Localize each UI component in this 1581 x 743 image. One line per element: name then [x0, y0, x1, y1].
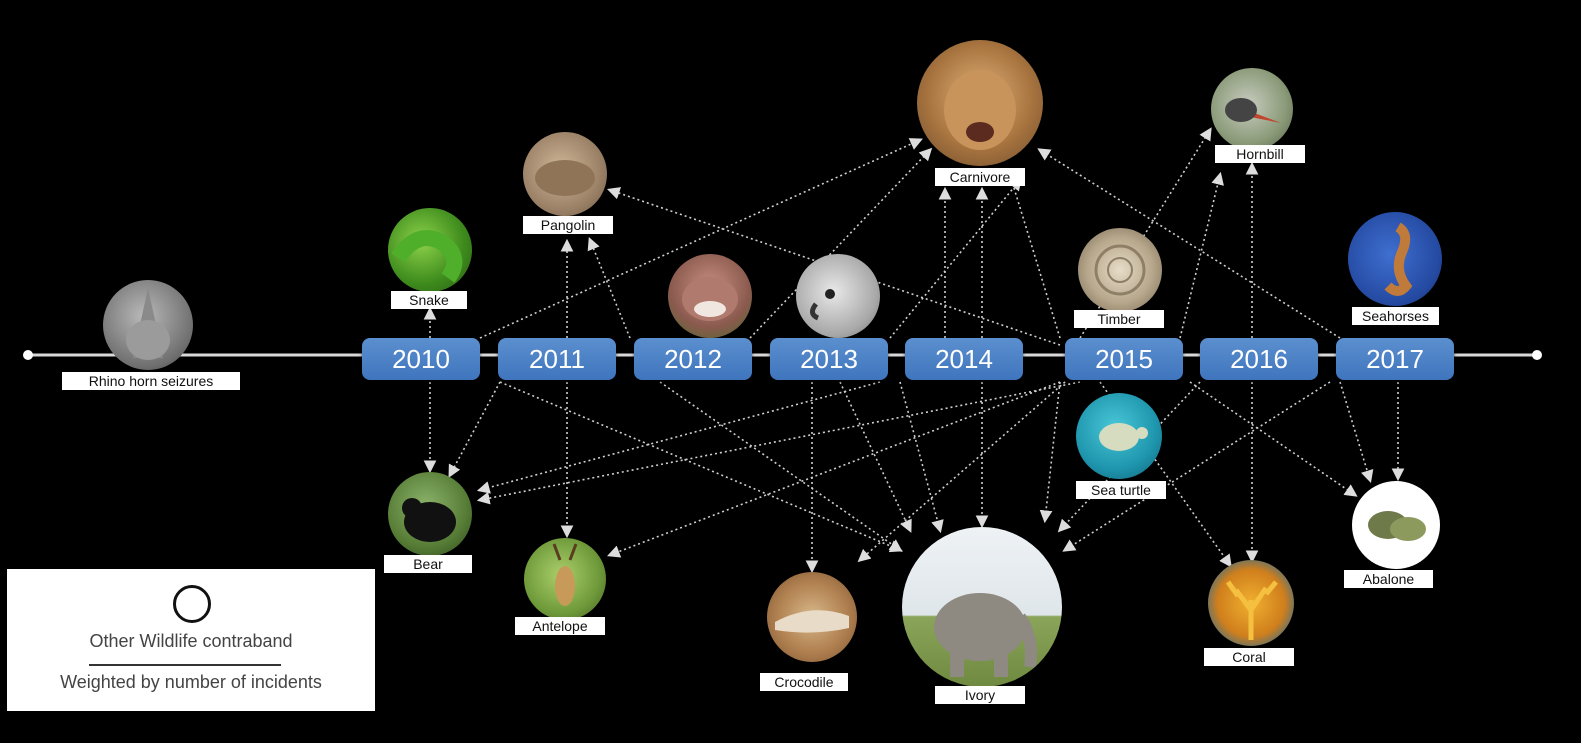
hippo-image: [668, 254, 752, 338]
label-bear: Bear: [384, 555, 472, 573]
label-antelope: Antelope: [515, 617, 605, 635]
sea-turtle-image: [1076, 393, 1162, 479]
label-abalone: Abalone: [1344, 570, 1433, 588]
label-hornbill: Hornbill: [1215, 145, 1305, 163]
year-2012: 2012: [634, 338, 752, 380]
year-2014: 2014: [905, 338, 1023, 380]
legend-weighting-note: Weighted by number of incidents: [60, 672, 322, 692]
year-2011: 2011: [498, 338, 616, 380]
abalone-image: [1352, 481, 1440, 569]
year-2017: 2017: [1336, 338, 1454, 380]
label-sea-turtle: Sea turtle: [1076, 481, 1166, 499]
rhino-image: [103, 280, 193, 370]
timber-image: [1078, 228, 1162, 312]
pangolin-image: [523, 132, 607, 216]
label-snake: Snake: [391, 291, 467, 309]
legend-symbol-label: Other Wildlife contraband: [89, 631, 293, 651]
legend-circle-icon: [173, 585, 211, 623]
label-ivory: Ivory: [935, 686, 1025, 704]
label-carnivore: Carnivore: [935, 168, 1025, 186]
hornbill-image: [1211, 68, 1293, 150]
parrot-image: [796, 254, 880, 338]
timeline-end-dot: [1532, 350, 1542, 360]
coral-image: [1208, 560, 1294, 646]
label-coral: Coral: [1204, 648, 1294, 666]
bear-image: [388, 472, 472, 556]
label-rhino: Rhino horn seizures: [62, 372, 240, 390]
snake-image: [388, 208, 472, 292]
label-pangolin: Pangolin: [523, 216, 613, 234]
year-2015: 2015: [1065, 338, 1183, 380]
seahorses-image: [1348, 212, 1442, 306]
legend-divider: [89, 664, 281, 666]
label-crocodile: Crocodile: [760, 673, 848, 691]
antelope-image: [524, 538, 606, 620]
legend: Other Wildlife contraband Weighted by nu…: [7, 569, 375, 711]
label-timber: Timber: [1074, 310, 1164, 328]
year-2010: 2010: [362, 338, 480, 380]
carnivore-image: [917, 40, 1043, 166]
ivory-image: [902, 527, 1062, 687]
year-2013: 2013: [770, 338, 888, 380]
year-2016: 2016: [1200, 338, 1318, 380]
timeline-start-dot: [23, 350, 33, 360]
label-seahorses: Seahorses: [1352, 307, 1439, 325]
crocodile-image: [767, 572, 857, 662]
